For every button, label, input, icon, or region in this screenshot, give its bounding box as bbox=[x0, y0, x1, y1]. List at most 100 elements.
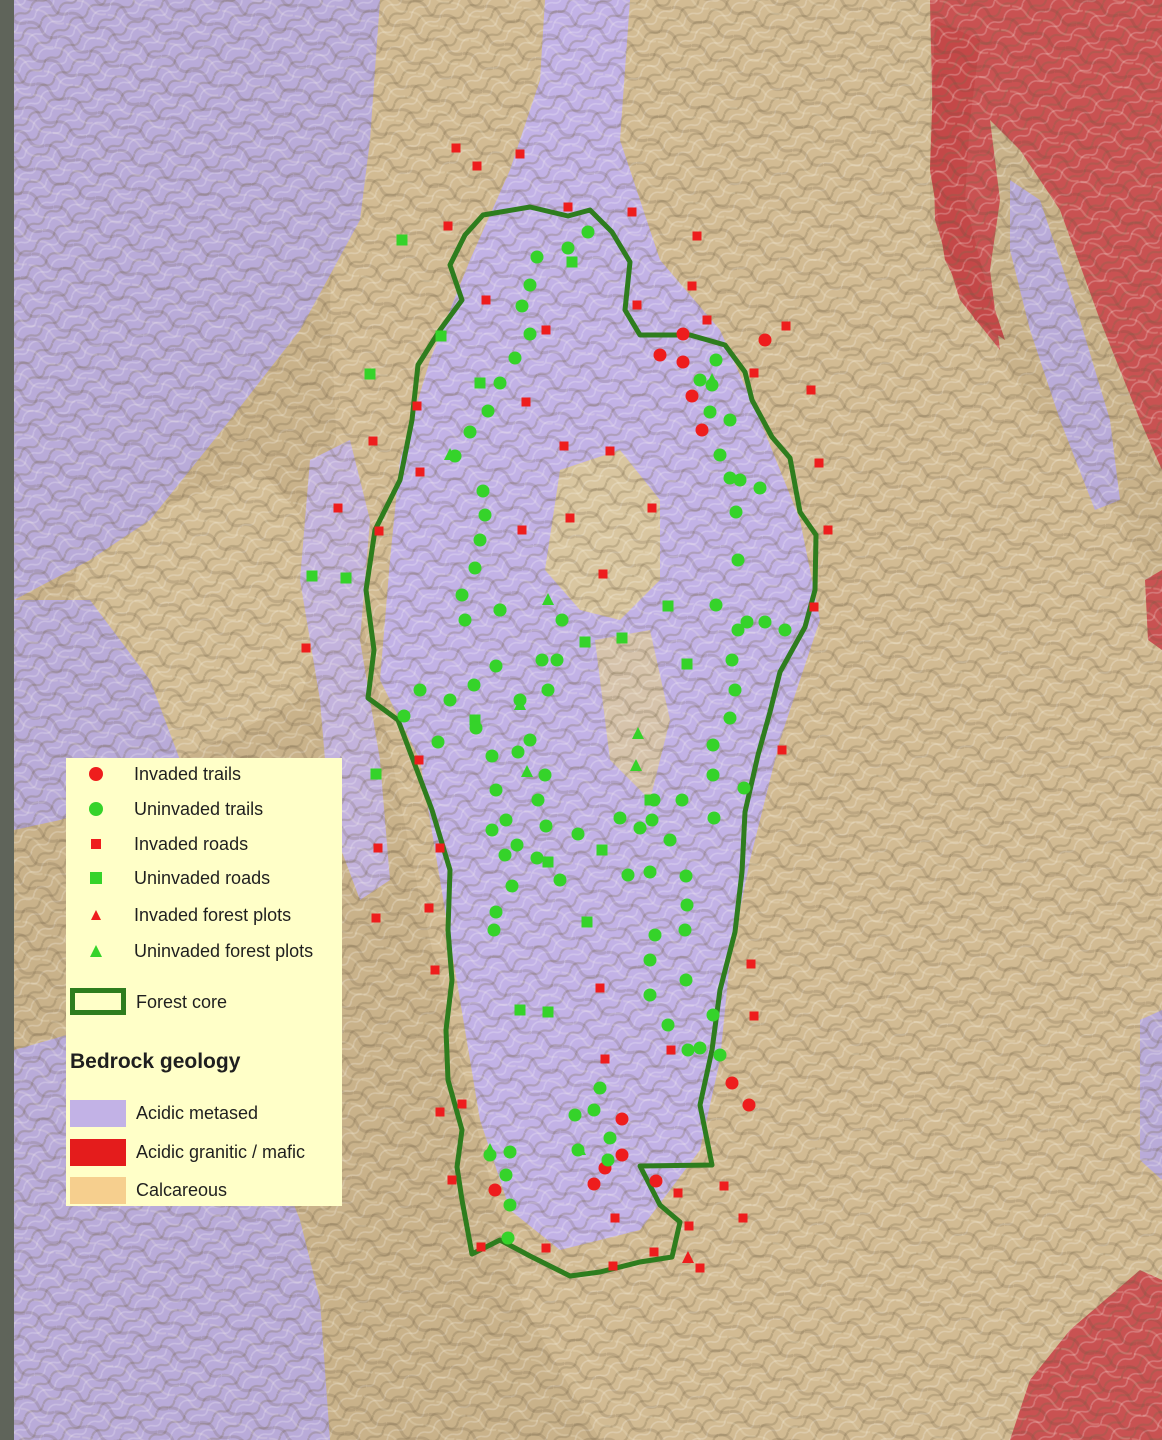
uninvaded-trail-marker bbox=[503, 1198, 517, 1212]
uninvaded-plot-marker bbox=[514, 698, 526, 710]
invaded-road-marker bbox=[632, 300, 642, 310]
uninvaded-trail-marker bbox=[550, 653, 564, 667]
map-edge-strip bbox=[0, 0, 14, 1440]
invaded-trail-marker bbox=[742, 1098, 756, 1112]
uninvaded-trail-marker bbox=[523, 327, 537, 341]
geology-legend-label: Calcareous bbox=[136, 1180, 228, 1200]
uninvaded-trail-marker bbox=[530, 851, 544, 865]
uninvaded-trail-marker bbox=[539, 819, 553, 833]
acidic-granitic-mafic-swatch bbox=[70, 1139, 126, 1166]
uninvaded-trail-marker bbox=[680, 898, 694, 912]
uninvaded-trail-marker bbox=[458, 613, 472, 627]
uninvaded-plot-marker bbox=[521, 765, 533, 777]
uninvaded-trail-marker bbox=[515, 299, 529, 313]
uninvaded-road-marker bbox=[474, 377, 486, 389]
invaded-road-marker bbox=[673, 1188, 683, 1198]
invaded-trail-marker bbox=[685, 389, 699, 403]
uninvaded-road-marker bbox=[616, 632, 628, 644]
uninvaded-trail-marker bbox=[587, 1103, 601, 1117]
uninvaded-trail-marker bbox=[510, 838, 524, 852]
map-legend: Invaded trails Uninvaded trails Invaded … bbox=[66, 758, 342, 1206]
uninvaded-road-marker bbox=[340, 572, 352, 584]
uninvaded-trail-marker bbox=[601, 1153, 615, 1167]
invaded-road-marker bbox=[481, 295, 491, 305]
uninvaded-trail-marker bbox=[499, 813, 513, 827]
uninvaded-trail-marker bbox=[729, 505, 743, 519]
uninvaded-trail-marker bbox=[463, 425, 477, 439]
invaded-road-marker bbox=[719, 1181, 729, 1191]
uninvaded-road-marker bbox=[364, 368, 376, 380]
invaded-road-marker bbox=[608, 1261, 618, 1271]
uninvaded-plot-marker bbox=[444, 448, 456, 460]
invaded-road-marker bbox=[702, 315, 712, 325]
invaded-road-marker bbox=[598, 569, 608, 579]
invaded-trail-marker bbox=[649, 1174, 663, 1188]
uninvaded-trail-marker bbox=[613, 811, 627, 825]
uninvaded-road-marker bbox=[370, 768, 382, 780]
uninvaded-trail-marker bbox=[693, 373, 707, 387]
uninvaded-trail-marker bbox=[467, 678, 481, 692]
uninvaded-trail-marker bbox=[633, 821, 647, 835]
uninvaded-trail-marker bbox=[561, 241, 575, 255]
invaded-road-marker bbox=[595, 983, 605, 993]
forest-core-swatch bbox=[70, 988, 126, 1015]
invaded-road-marker bbox=[647, 503, 657, 513]
legend-item-invaded-roads: Invaded roads bbox=[66, 832, 342, 856]
uninvaded-trail-marker bbox=[643, 865, 657, 879]
invaded-road-marker bbox=[451, 143, 461, 153]
uninvaded-plot-marker bbox=[574, 1143, 586, 1155]
uninvaded-trail-marker bbox=[469, 721, 483, 735]
invaded-road-marker bbox=[749, 1011, 759, 1021]
invaded-road-marker bbox=[476, 1242, 486, 1252]
invaded-road-marker bbox=[515, 149, 525, 159]
green-triangle-icon bbox=[88, 943, 104, 959]
uninvaded-trail-marker bbox=[581, 225, 595, 239]
invaded-road-marker bbox=[415, 467, 425, 477]
invaded-road-marker bbox=[814, 458, 824, 468]
uninvaded-plot-marker bbox=[706, 373, 718, 385]
uninvaded-trail-marker bbox=[478, 508, 492, 522]
uninvaded-trail-marker bbox=[493, 376, 507, 390]
invaded-road-marker bbox=[430, 965, 440, 975]
invaded-road-marker bbox=[447, 1175, 457, 1185]
uninvaded-trail-marker bbox=[678, 923, 692, 937]
red-circle-icon bbox=[88, 766, 104, 782]
invaded-road-marker bbox=[610, 1213, 620, 1223]
legend-item-uninvaded-roads: Uninvaded roads bbox=[66, 866, 342, 890]
invaded-road-marker bbox=[373, 843, 383, 853]
uninvaded-trail-marker bbox=[555, 613, 569, 627]
invaded-road-marker bbox=[443, 221, 453, 231]
invaded-trail-marker bbox=[695, 423, 709, 437]
invaded-road-marker bbox=[781, 321, 791, 331]
uninvaded-road-marker bbox=[396, 234, 408, 246]
uninvaded-trail-marker bbox=[737, 781, 751, 795]
invaded-road-marker bbox=[517, 525, 527, 535]
uninvaded-trail-marker bbox=[553, 873, 567, 887]
calcareous-swatch bbox=[70, 1177, 126, 1204]
invaded-road-marker bbox=[600, 1054, 610, 1064]
uninvaded-trail-marker bbox=[498, 848, 512, 862]
invaded-road-marker bbox=[333, 503, 343, 513]
invaded-road-marker bbox=[695, 1263, 705, 1273]
uninvaded-trail-marker bbox=[679, 869, 693, 883]
invaded-road-marker bbox=[738, 1213, 748, 1223]
invaded-road-marker bbox=[435, 843, 445, 853]
uninvaded-road-marker bbox=[662, 600, 674, 612]
uninvaded-trail-marker bbox=[530, 250, 544, 264]
legend-label: Uninvaded forest plots bbox=[134, 941, 314, 961]
forest-core-boundary bbox=[363, 204, 819, 1279]
invaded-trail-marker bbox=[587, 1177, 601, 1191]
uninvaded-trail-marker bbox=[535, 653, 549, 667]
uninvaded-trail-marker bbox=[643, 953, 657, 967]
uninvaded-plot-marker bbox=[632, 727, 644, 739]
invaded-road-marker bbox=[301, 643, 311, 653]
uninvaded-trail-marker bbox=[455, 588, 469, 602]
uninvaded-trail-marker bbox=[541, 683, 555, 697]
uninvaded-trail-marker bbox=[731, 553, 745, 567]
uninvaded-trail-marker bbox=[431, 735, 445, 749]
forest-core-label: Forest core bbox=[136, 992, 228, 1012]
invaded-trail-marker bbox=[676, 327, 690, 341]
invaded-road-marker bbox=[746, 959, 756, 969]
uninvaded-road-marker bbox=[306, 570, 318, 582]
